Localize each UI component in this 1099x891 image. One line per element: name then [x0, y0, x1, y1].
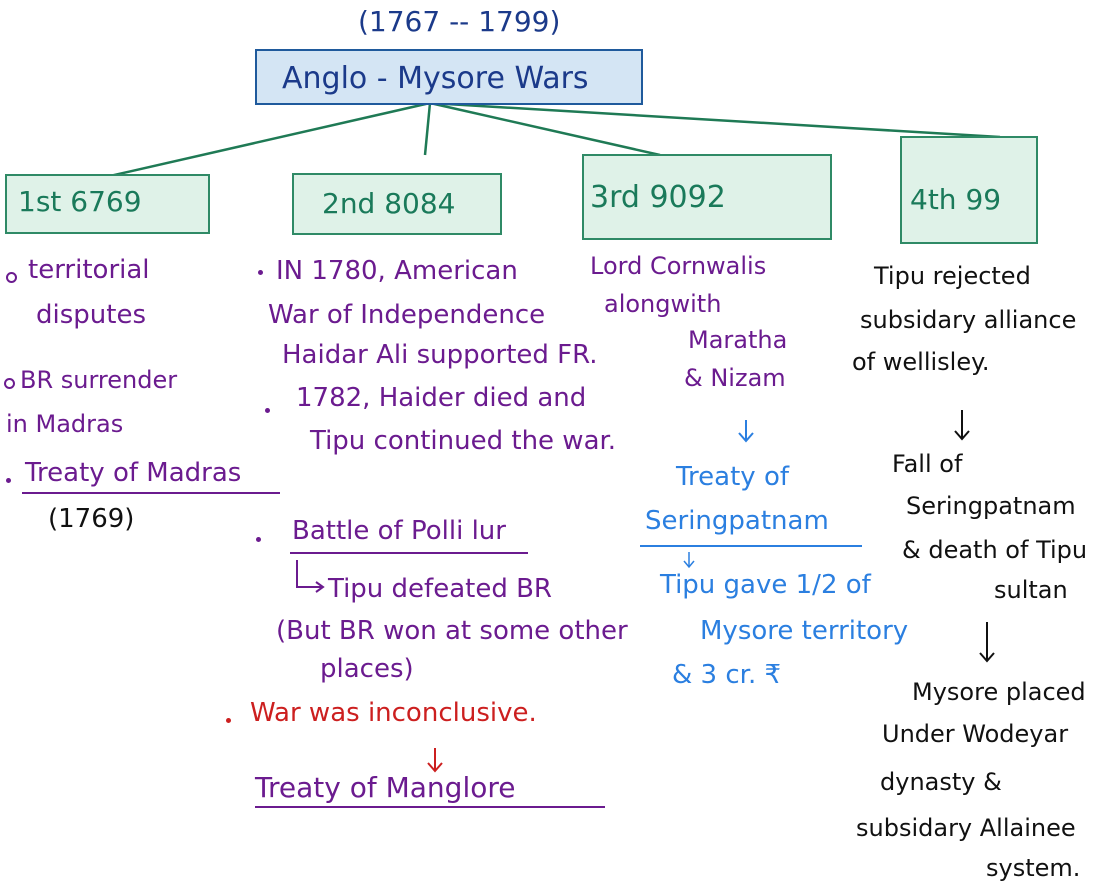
- fourth-war-line: subsidary alliance: [860, 306, 1077, 334]
- fourth-war-line: Seringpatnam: [906, 492, 1076, 520]
- first-war-line: in Madras: [6, 410, 124, 438]
- fourth-war-line: subsidary Allainee: [856, 814, 1076, 842]
- war-node-fourth: [900, 136, 1038, 244]
- fourth-war-line: & death of Tipu: [902, 536, 1088, 564]
- second-war-inconclusive: War was inconclusive.: [250, 698, 537, 728]
- bullet-icon: [256, 537, 261, 542]
- fourth-war-line: of wellisley.: [852, 348, 990, 376]
- second-war-line: places): [320, 654, 414, 684]
- war-node-third: [582, 154, 832, 240]
- blue-down-arrow-head: [738, 432, 754, 443]
- war-node-first: [5, 174, 210, 234]
- fourth-war-line: Mysore placed: [912, 678, 1086, 706]
- fourth-war-line: Tipu rejected: [874, 262, 1031, 290]
- red-down-arrow-head: [427, 762, 443, 773]
- fourth-war-line: sultan: [994, 576, 1068, 604]
- bullet-icon: [6, 272, 17, 283]
- pollilur-underline: [290, 552, 528, 554]
- connector-fourth: [429, 101, 1001, 139]
- first-war-line: BR surrender: [20, 366, 178, 394]
- treaty-manglore-underline: [255, 806, 605, 808]
- first-war-line: (1769): [48, 504, 135, 534]
- third-war-line: & Nizam: [684, 364, 786, 392]
- connector-third: [429, 101, 661, 157]
- third-war-line: Maratha: [688, 326, 788, 354]
- first-war-line: territorial: [28, 255, 150, 285]
- root-years: (1767 -- 1799): [358, 5, 561, 38]
- pollilur-branch-arrow: [296, 560, 322, 588]
- fourth-war-line: dynasty &: [880, 768, 1002, 796]
- second-war-line: IN 1780, American: [276, 256, 518, 286]
- second-war-line: Haidar Ali supported FR.: [282, 340, 598, 370]
- second-war-line: 1782, Haider died and: [296, 383, 587, 413]
- first-war-line: Treaty of Madras: [25, 458, 242, 488]
- connector-first: [109, 101, 431, 178]
- war-label-first: 1st 6769: [18, 185, 142, 218]
- treaty-madras-underline: [22, 492, 280, 494]
- treaty-seringpatnam-underline: [640, 545, 862, 547]
- bullet-icon: [6, 478, 11, 483]
- fourth-war-line: Under Wodeyar: [882, 720, 1069, 748]
- third-war-treaty-line: Treaty of: [676, 462, 790, 492]
- war-label-fourth: 4th 99: [910, 183, 1002, 216]
- pollilur-arrow-head: [315, 581, 325, 593]
- first-war-line: disputes: [36, 300, 146, 330]
- fourth-war-line: Fall of: [892, 450, 963, 478]
- third-war-line: alongwith: [604, 290, 722, 318]
- second-war-line: Battle of Polli lur: [292, 516, 506, 546]
- bullet-icon: [265, 408, 270, 413]
- war-label-third: 3rd 9092: [590, 180, 726, 215]
- blue-small-arrow-head: [683, 560, 695, 569]
- second-war-line: Tipu defeated BR: [328, 574, 552, 604]
- war-node-second: [292, 173, 502, 235]
- bullet-icon: [4, 378, 15, 389]
- connector-second: [423, 102, 432, 156]
- black-down-arrow-2-head: [979, 652, 995, 663]
- third-war-line: Lord Cornwalis: [590, 252, 767, 280]
- third-war-treaty-line: Mysore territory: [700, 616, 909, 646]
- black-down-arrow-1-head: [954, 430, 970, 441]
- root-connectors: [109, 101, 1001, 178]
- third-war-treaty-line: Seringpatnam: [645, 506, 829, 536]
- bullet-icon: [226, 718, 231, 723]
- third-war-treaty-line: & 3 cr. ₹: [672, 660, 782, 690]
- root-node: [255, 49, 643, 105]
- second-war-line: (But BR won at some other: [276, 616, 628, 646]
- second-war-line: War of Independence: [268, 300, 546, 330]
- second-war-line: Tipu continued the war.: [310, 426, 617, 456]
- root-title: Anglo - Mysore Wars: [282, 61, 589, 96]
- third-war-treaty-line: Tipu gave 1/2 of: [660, 570, 871, 600]
- war-label-second: 2nd 8084: [322, 187, 456, 220]
- bullet-icon: [258, 270, 263, 275]
- fourth-war-line: system.: [986, 854, 1081, 882]
- second-war-line: Treaty of Manglore: [255, 771, 516, 804]
